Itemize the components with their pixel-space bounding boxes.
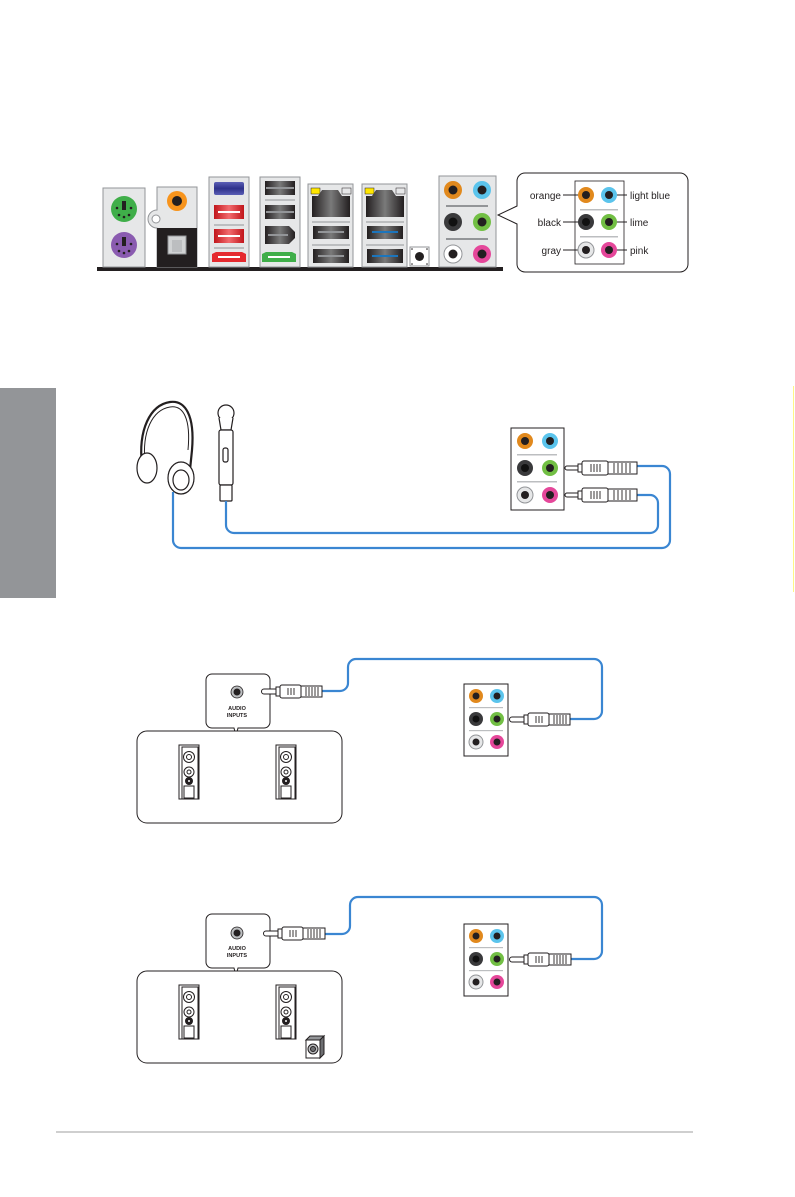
chapter-side-tab xyxy=(0,388,56,598)
speaker-right-icon xyxy=(275,744,297,800)
speaker-left-icon xyxy=(178,984,200,1040)
microphone-icon xyxy=(217,404,235,502)
plug xyxy=(261,684,323,699)
headphone-icon xyxy=(136,400,195,495)
legend-label-pink: pink xyxy=(630,246,649,257)
plug-lime xyxy=(509,952,572,967)
speaker-right-icon xyxy=(275,984,297,1040)
footer-rule xyxy=(56,1131,693,1133)
lan-usb3-block xyxy=(361,183,408,268)
audio-jack-box xyxy=(510,427,565,511)
plug-pink xyxy=(564,487,638,503)
speaker-cable xyxy=(325,895,604,961)
legend-label-lime: lime xyxy=(630,218,649,229)
audio-jack-box xyxy=(463,923,509,997)
audio-inputs-callout: AUDIO INPUTS xyxy=(205,673,271,737)
audio-inputs-label-line2: INPUTS xyxy=(227,713,248,719)
usb-esata-block-1 xyxy=(208,176,250,268)
speaker-left-icon xyxy=(178,744,200,800)
legend-label-black: black xyxy=(538,218,562,229)
speaker-cable xyxy=(322,657,604,721)
audio-inputs-callout: AUDIO INPUTS xyxy=(205,913,271,977)
audio-legend-callout: orange black gray light blue lime pink xyxy=(496,172,689,273)
lan-port xyxy=(312,190,350,217)
plug xyxy=(263,926,326,941)
legend-label-orange: orange xyxy=(530,191,562,202)
microphone-cable xyxy=(224,493,660,535)
legend-label-light-blue: light blue xyxy=(630,191,670,202)
subwoofer-icon xyxy=(304,1034,326,1060)
ps2-port-block xyxy=(102,187,146,268)
usb-esata-block-2 xyxy=(259,176,301,268)
legend-label-gray: gray xyxy=(542,246,561,257)
lan-port xyxy=(366,190,404,217)
clr-cmos-button xyxy=(409,246,430,267)
audio-inputs-label-line1: AUDIO xyxy=(228,946,246,952)
audio-inputs-label-line1: AUDIO xyxy=(228,706,246,712)
plug-lime xyxy=(509,712,571,727)
audio-inputs-label-line2: INPUTS xyxy=(227,953,248,959)
spdif-port-block xyxy=(147,186,198,268)
lan-usb-block-1 xyxy=(307,183,354,268)
headphone-cable xyxy=(171,464,672,550)
margin-marker-line xyxy=(793,386,794,592)
audio-jack-block xyxy=(438,175,497,268)
usb2-port xyxy=(214,182,244,195)
panel-baseline xyxy=(97,267,503,271)
plug-lime xyxy=(564,460,638,476)
audio-jack-box xyxy=(463,683,509,757)
